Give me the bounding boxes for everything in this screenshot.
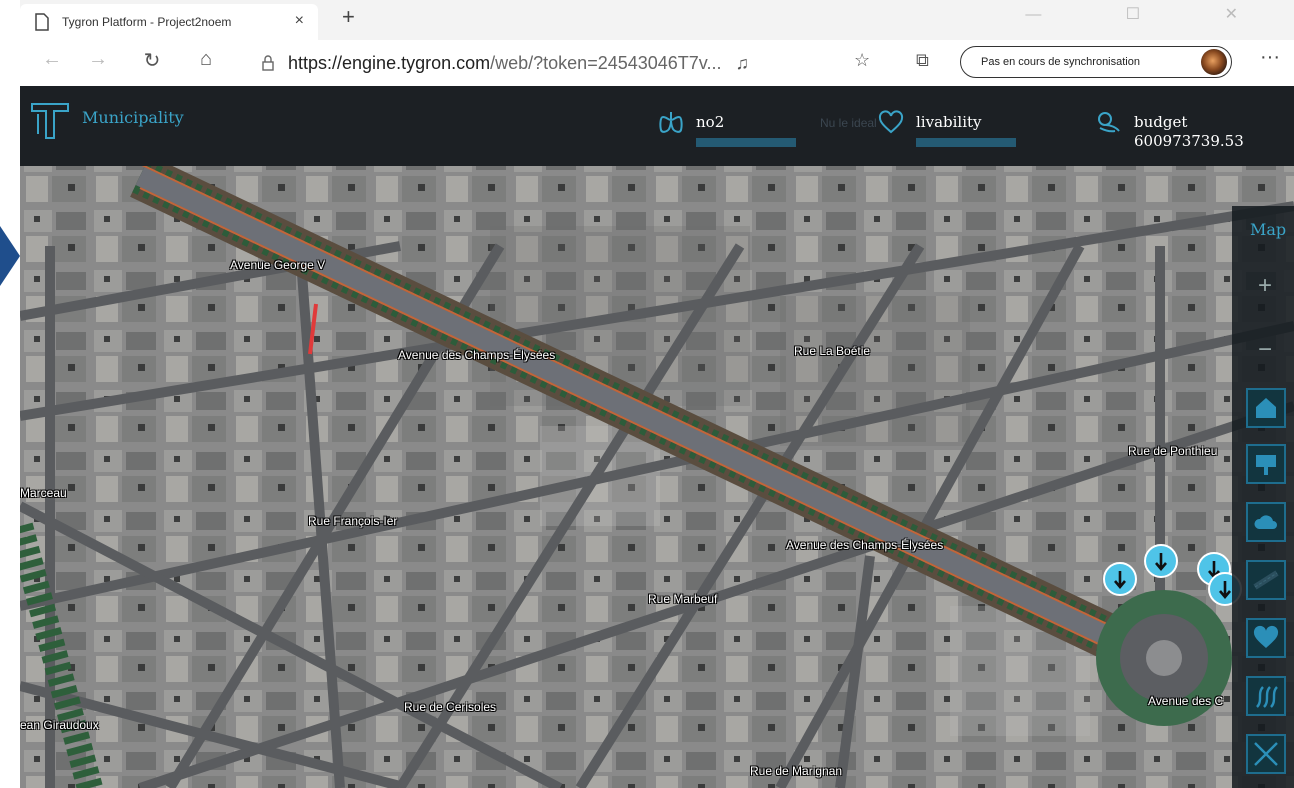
- back-icon[interactable]: ←: [42, 48, 62, 70]
- street-label: Rue Marbeuf: [648, 592, 718, 606]
- indicator-label: livability: [916, 113, 982, 131]
- street-label: Marceau: [20, 486, 67, 500]
- indicator-livability[interactable]: livability: [878, 110, 1028, 158]
- indicator-progress-bar: [696, 138, 796, 147]
- url-path: /web/?token=24543046T7v...: [490, 52, 722, 73]
- street-label: Rue de Ponthieu: [1128, 444, 1218, 458]
- browser-tab-bar: Tygron Platform - Project2noem × + — ☐ ✕: [20, 0, 1294, 40]
- map-marker[interactable]: [1144, 544, 1178, 578]
- street-label: Avenue George V: [230, 258, 326, 272]
- map-view[interactable]: [20, 86, 1294, 788]
- more-menu-button[interactable]: ···: [1260, 46, 1280, 68]
- road-button[interactable]: [1246, 560, 1286, 600]
- panel-title[interactable]: Map: [1250, 220, 1287, 239]
- street-label: Avenue des C: [1148, 694, 1224, 708]
- favorites-icon[interactable]: ☆: [854, 50, 871, 70]
- progress-fill: [916, 138, 1016, 147]
- street-label: Rue de Marignan: [750, 764, 843, 778]
- zoom-out-button[interactable]: −: [1258, 336, 1273, 363]
- water-button[interactable]: [1246, 676, 1286, 716]
- road-icon: [1253, 570, 1279, 590]
- water-icon: [1256, 686, 1278, 708]
- browser-toolbar: ← → ↻ ⌂ https://engine.tygron.com/web/?t…: [20, 40, 1294, 86]
- indicator-label: budget: [1134, 113, 1188, 131]
- tygron-logo-icon: [31, 103, 69, 139]
- street-label: ean Giraudoux: [20, 718, 99, 732]
- indicator-label: no2: [696, 113, 725, 131]
- indicator-bar: Municipality Nu le ideal no2 livability: [20, 86, 1294, 166]
- arrow-down-icon: [1114, 571, 1126, 590]
- street-label: Avenue des Champs-Élysées: [786, 538, 944, 552]
- cloud-icon: [1254, 515, 1277, 529]
- lock-icon: [262, 55, 274, 71]
- browser-tab[interactable]: Tygron Platform - Project2noem ×: [20, 4, 318, 40]
- tygron-app: Avenue George V Avenue des Champs-Élysée…: [20, 86, 1294, 788]
- left-pointer-arrow-icon: [0, 226, 20, 286]
- collections-icon[interactable]: ⧉: [916, 50, 929, 70]
- street-label: Rue de Cerisoles: [404, 700, 497, 714]
- sign-button[interactable]: [1246, 444, 1286, 484]
- stakeholder-role[interactable]: Municipality: [82, 108, 184, 127]
- building-button[interactable]: [1246, 388, 1286, 428]
- heart-button[interactable]: [1246, 618, 1286, 658]
- page-icon: [35, 13, 49, 31]
- map-marker[interactable]: [1103, 562, 1137, 596]
- close-tab-icon[interactable]: ×: [294, 12, 304, 29]
- zoom-in-button[interactable]: +: [1258, 272, 1273, 299]
- arrow-down-icon: [1155, 553, 1167, 572]
- cloud-button[interactable]: [1246, 502, 1286, 542]
- street-label: Rue La Boétie: [794, 344, 871, 358]
- sign-icon: [1256, 455, 1276, 475]
- read-aloud-icon[interactable]: ♫: [735, 52, 749, 73]
- overlay-ghost-text: Nu le ideal: [820, 116, 877, 130]
- street-label: Rue François-Ier: [308, 514, 398, 528]
- terrain-icon: [1254, 742, 1278, 766]
- heart-icon: [878, 110, 904, 134]
- reload-icon[interactable]: ↻: [143, 50, 161, 72]
- money-icon: [1098, 112, 1120, 133]
- arrow-down-icon: [1219, 581, 1231, 600]
- lungs-icon: [659, 112, 683, 133]
- address-bar[interactable]: https://engine.tygron.com/web/?token=245…: [260, 48, 840, 78]
- map-side-panel: Map + −: [1232, 206, 1294, 788]
- terrain-button[interactable]: [1246, 734, 1286, 774]
- forward-icon[interactable]: →: [88, 48, 108, 70]
- home-icon[interactable]: ⌂: [199, 48, 213, 70]
- window-controls[interactable]: — ☐ ✕: [1025, 6, 1278, 23]
- indicator-progress-bar: [916, 138, 1016, 147]
- sync-label: Pas en cours de synchronisation: [981, 56, 1140, 68]
- street-label: Avenue des Champs-Élysées: [398, 348, 556, 362]
- sync-button[interactable]: Pas en cours de synchronisation: [960, 46, 1232, 78]
- progress-fill: [696, 138, 796, 147]
- new-tab-button[interactable]: +: [342, 4, 355, 29]
- url-text: https://engine.tygron.com/web/?token=245…: [288, 53, 721, 74]
- heart-icon: [1253, 625, 1279, 648]
- indicator-budget[interactable]: budget 600973739.53: [1096, 110, 1292, 158]
- profile-avatar[interactable]: [1201, 49, 1227, 75]
- url-host: https://engine.tygron.com: [288, 52, 491, 73]
- budget-value: 600973739.53: [1134, 132, 1244, 150]
- tab-title: Tygron Platform - Project2noem: [62, 15, 232, 29]
- building-icon: [1256, 398, 1276, 418]
- indicator-no2[interactable]: no2: [658, 110, 808, 158]
